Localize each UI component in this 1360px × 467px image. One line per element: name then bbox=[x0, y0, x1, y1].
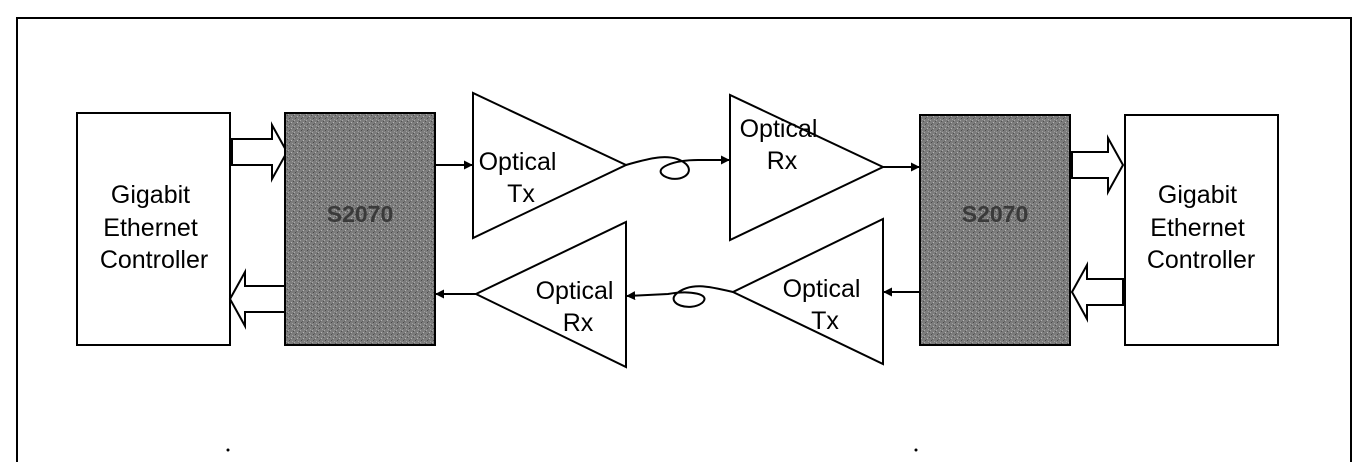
right-chip-label: S2070 bbox=[962, 201, 1029, 227]
left-controller: Gigabit Ethernet Controller bbox=[76, 112, 231, 346]
right-optical-rx-line-2: Rx bbox=[767, 147, 798, 175]
right-bus-arrow-right-icon bbox=[1071, 134, 1125, 196]
svg-text:Optical Tx: Optical Tx bbox=[479, 148, 564, 208]
left-bus-arrow-left-icon bbox=[228, 268, 286, 330]
left-controller-line-1: Gigabit bbox=[111, 181, 190, 209]
left-optical-tx-line-1: Optical bbox=[479, 148, 557, 176]
left-chip: S2070 bbox=[284, 112, 436, 346]
right-controller-line-2: Ethernet bbox=[1150, 214, 1245, 242]
right-controller: Gigabit Ethernet Controller bbox=[1124, 114, 1279, 346]
right-bus-arrows bbox=[1070, 134, 1125, 323]
right-controller-line-3: Controller bbox=[1147, 246, 1255, 274]
right-optical-rx-line-1: Optical bbox=[740, 115, 818, 143]
left-bus-arrow-right-icon bbox=[231, 121, 289, 183]
right-chip: S2070 bbox=[919, 114, 1071, 346]
right-controller-line-1: Gigabit bbox=[1158, 181, 1237, 209]
upper-fiber-link bbox=[625, 155, 730, 180]
left-controller-line-3: Controller bbox=[100, 246, 208, 274]
left-optical-tx: Optical Tx bbox=[472, 91, 629, 240]
right-optical-tx-line-2: Tx bbox=[811, 307, 839, 335]
right-optical-rx: Optical Rx bbox=[729, 93, 886, 242]
left-optical-tx-line-2: Tx bbox=[507, 180, 535, 208]
left-bus-arrows bbox=[228, 121, 289, 330]
svg-text:Optical Rx: Optical Rx bbox=[536, 277, 621, 337]
svg-text:Optical Tx: Optical Tx bbox=[783, 275, 868, 335]
svg-text:Gigabit Ethernet C: Gigabit Ethernet Controller bbox=[100, 181, 208, 274]
right-bus-arrow-left-icon bbox=[1070, 261, 1124, 323]
left-optical-rx-line-1: Optical bbox=[536, 277, 614, 305]
left-chip-label: S2070 bbox=[327, 201, 394, 227]
scan-specks bbox=[226, 448, 918, 452]
left-controller-line-2: Ethernet bbox=[103, 214, 198, 242]
svg-text:Gigabit Ethernet C: Gigabit Ethernet Controller bbox=[1147, 181, 1255, 274]
left-optical-rx-line-2: Rx bbox=[563, 309, 594, 337]
svg-text:Optical Rx: Optical Rx bbox=[740, 115, 825, 175]
signal-arrows bbox=[435, 155, 920, 308]
diagram-frame bbox=[16, 17, 1352, 467]
left-optical-rx: Optical Rx bbox=[473, 220, 627, 369]
lower-fiber-link bbox=[626, 285, 734, 308]
right-optical-tx: Optical Tx bbox=[730, 217, 884, 366]
right-optical-tx-line-1: Optical bbox=[783, 275, 861, 303]
